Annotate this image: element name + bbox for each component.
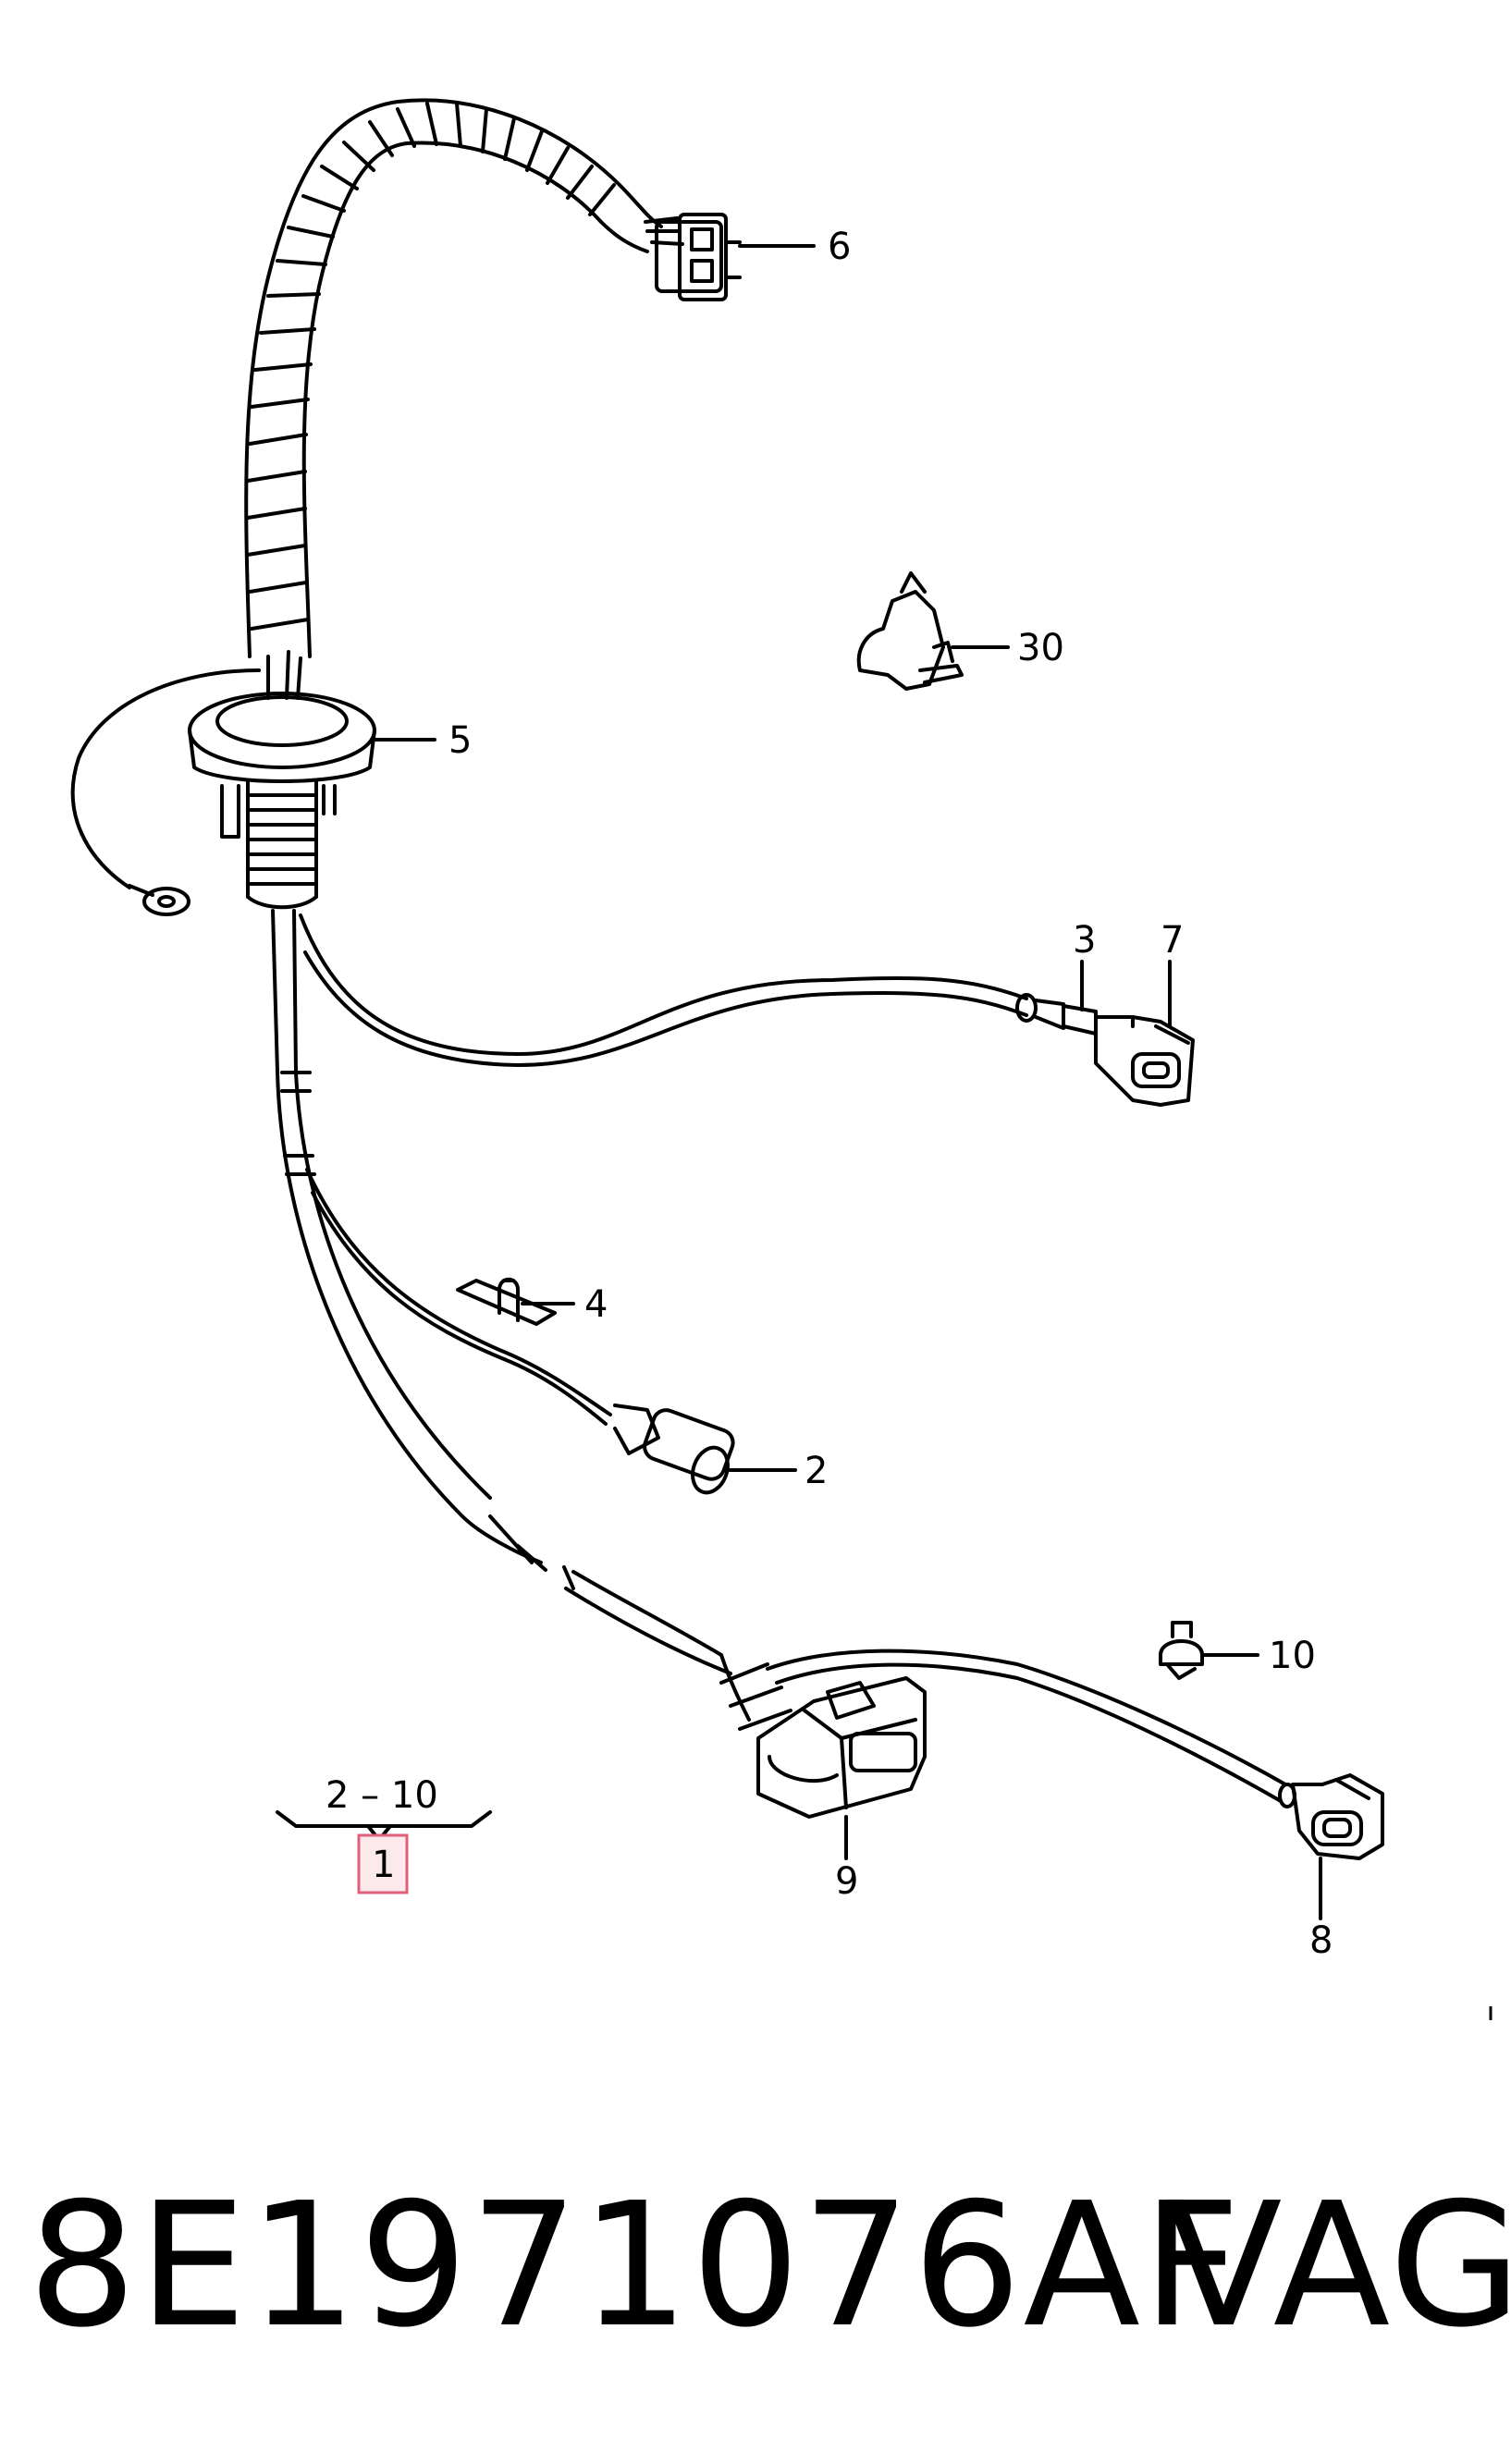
ground-wire-with-ring-terminal: [70, 668, 261, 916]
callout-3: 3: [1073, 919, 1096, 962]
part-number: 8E1971076AF: [28, 2165, 1243, 2365]
callout-6: 6: [828, 226, 851, 268]
wiring-harness-diagram: 6 30 5 3 7 4 2 10 9 8 2 – 10 1: [70, 98, 1493, 2020]
callout-7: 7: [1161, 919, 1184, 962]
callout-4: 4: [584, 1283, 608, 1326]
grommet-5: [188, 650, 376, 910]
callout-8: 8: [1309, 1919, 1333, 1962]
part-number-footer: 8E1971076AF VAG: [28, 2159, 1511, 2372]
connector-7: [1094, 1015, 1195, 1107]
branch-to-connector-8: [766, 1649, 1296, 1808]
connector-8: [1291, 1773, 1384, 1860]
callout-range: 2 – 10: [326, 1774, 438, 1817]
main-trunk: [271, 909, 732, 1675]
brand-name: VAG: [1165, 2165, 1511, 2365]
clip-30: [856, 571, 964, 691]
callout-1: 1: [372, 1844, 395, 1886]
callout-1-highlight: [357, 1833, 409, 1894]
callout-30: 30: [1017, 627, 1064, 669]
clip-4: [456, 1277, 557, 1326]
callout-9: 9: [835, 1860, 858, 1903]
branch-to-connector-7: [299, 913, 1028, 1067]
clip-10: [1159, 1621, 1204, 1680]
branch-to-sensor-2: [305, 1168, 612, 1426]
connector-9: [719, 1653, 927, 1819]
wrapped-harness-sheath: [244, 98, 663, 658]
wire-seal-3: [1015, 993, 1098, 1036]
callout-2: 2: [805, 1450, 828, 1492]
sensor-2: [613, 1404, 735, 1495]
range-bracket: [276, 1810, 492, 1828]
callout-5: 5: [448, 719, 472, 762]
connector-6: [655, 213, 742, 301]
callout-10: 10: [1269, 1635, 1316, 1677]
